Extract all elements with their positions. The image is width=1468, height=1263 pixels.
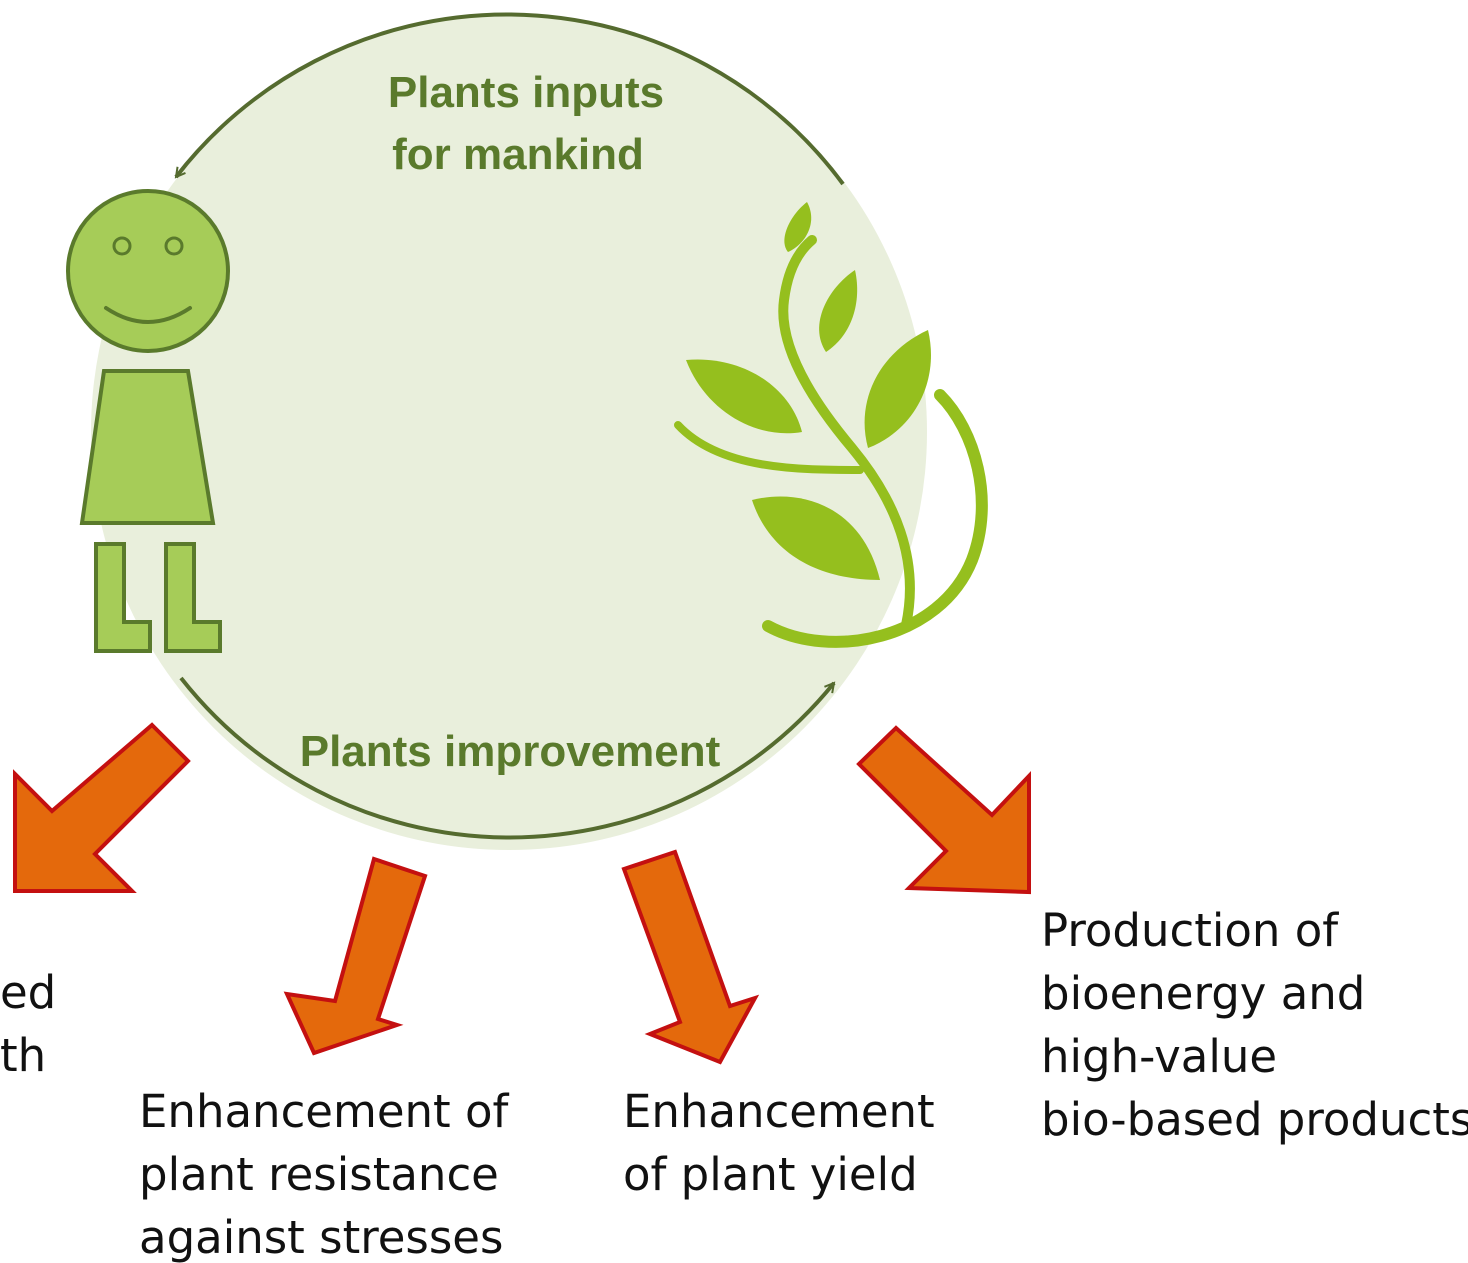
cycle-top-label-line1: Plants inputs <box>388 68 664 117</box>
output-arrow-3 <box>621 849 760 1065</box>
plant-lower-curl <box>762 389 988 648</box>
output-arrow-1 <box>13 722 191 893</box>
plant-leaf-right <box>864 330 931 448</box>
person-icon <box>66 189 230 653</box>
plant-leaf-upper <box>819 270 858 352</box>
cycle-top-label-line2: for mankind <box>392 130 644 179</box>
output-arrow-2 <box>283 856 428 1056</box>
output-text-1: ed th <box>0 966 71 1082</box>
output-text-3-line2: of plant yield <box>623 1148 918 1201</box>
output-text-1-line2: th <box>0 1029 46 1082</box>
bottom-cycle-arrow <box>179 676 836 840</box>
output-arrow-4 <box>856 725 1031 895</box>
person-body <box>79 369 216 525</box>
output-text-2-line2: plant resistance <box>139 1148 499 1201</box>
output-text-2: Enhancement of plant resistance against … <box>139 1085 523 1263</box>
cycle-circle <box>91 14 927 850</box>
output-text-2-line3: against stresses <box>139 1211 503 1263</box>
person-left-leg <box>94 542 152 653</box>
person-right-eye <box>164 236 184 256</box>
output-text-1-line1: ed <box>0 966 56 1019</box>
output-text-4-line2: bioenergy and <box>1041 967 1365 1020</box>
plant-leaf-lower <box>752 496 880 580</box>
top-cycle-arrow <box>174 12 845 186</box>
plant-main-stem <box>778 235 915 630</box>
output-text-3: Enhancement of plant yield <box>623 1085 949 1201</box>
plant-icon <box>674 202 988 648</box>
output-text-4-line4: bio-based products <box>1041 1093 1468 1146</box>
cycle-bottom-label: Plants improvement <box>300 727 721 776</box>
output-text-3-line1: Enhancement <box>623 1085 935 1138</box>
output-text-2-line1: Enhancement of <box>139 1085 510 1138</box>
person-left-eye <box>112 236 132 256</box>
output-text-4: Production of bioenergy and high-value b… <box>1041 904 1468 1146</box>
plant-leaf-left <box>686 359 802 434</box>
output-text-4-line3: high-value <box>1041 1030 1277 1083</box>
plant-side-stem <box>674 421 864 474</box>
plant-leaf-top <box>784 202 812 252</box>
output-text-4-line1: Production of <box>1041 904 1339 957</box>
person-right-leg <box>164 542 222 653</box>
person-head <box>66 189 230 353</box>
person-smile <box>104 306 192 324</box>
